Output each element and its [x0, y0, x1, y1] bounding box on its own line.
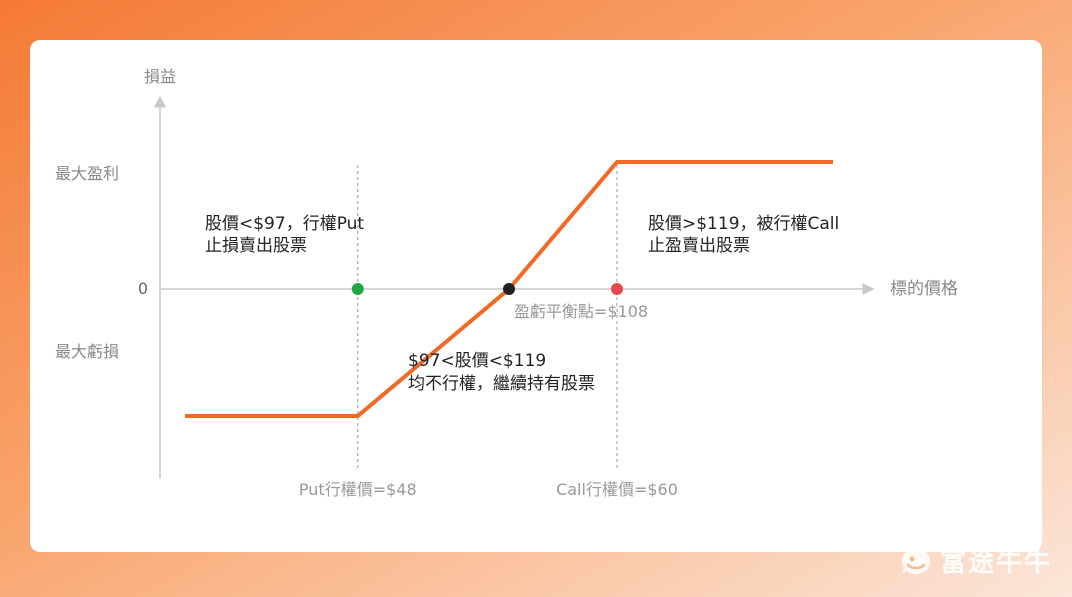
annotation-middle-line1: $97<股價<$119 [408, 351, 546, 371]
breakeven-label: 盈虧平衡點=$108 [514, 302, 648, 321]
breakeven-point [503, 283, 515, 295]
y-tick-max-profit: 最大盈利 [55, 164, 119, 183]
annotation-left-line2: 止損賣出股票 [205, 236, 307, 256]
y-axis-label: 損益 [144, 67, 176, 86]
annotation-right-line1: 股價>$119，被行權Call [648, 214, 839, 234]
put-strike-point [351, 283, 364, 295]
y-tick-max-loss: 最大虧損 [55, 342, 119, 361]
chart-card [30, 40, 1042, 552]
y-tick-zero: 0 [138, 279, 148, 298]
bull-logo-icon [901, 547, 930, 574]
brand-watermark: 富途牛牛 [898, 542, 1052, 579]
x-axis-label: 標的價格 [890, 279, 958, 299]
call-strike-point [611, 283, 623, 295]
annotation-right-line2: 止盈賣出股票 [648, 236, 750, 256]
brand-name: 富途牛牛 [939, 548, 1052, 578]
annotation-middle-line2: 均不行權，繼續持有股票 [408, 374, 595, 394]
call-strike-label: Call行權價=$60 [556, 480, 678, 499]
put-strike-label: Put行權價=$48 [299, 480, 417, 499]
annotation-left-line1: 股價<$97，行權Put [205, 214, 364, 234]
